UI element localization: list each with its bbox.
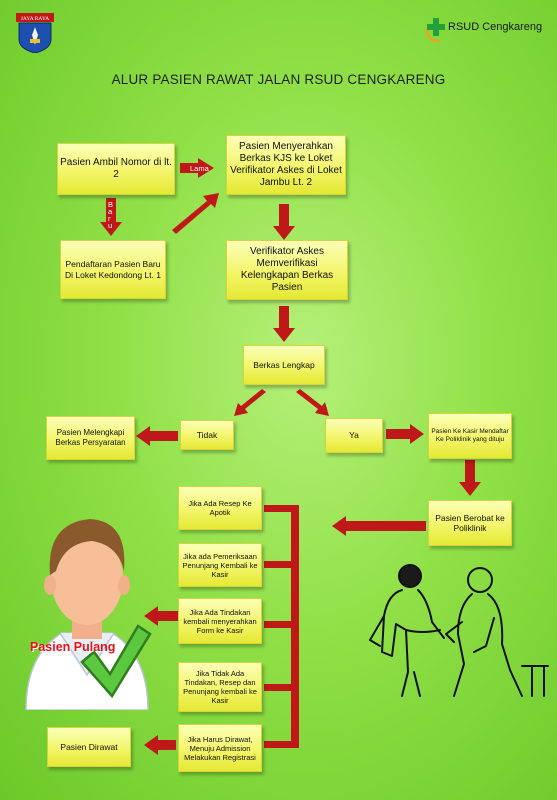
node-berobat: Pasien Berobat ke Poliklinik <box>428 500 512 546</box>
node-tidak-ada: Jika Tidak Ada Tindakan, Resep dan Penun… <box>178 662 262 712</box>
node-menyerahkan: Pasien Menyerahkan Berkas KJS ke Loket V… <box>226 135 346 195</box>
hospital-cross-icon <box>425 18 445 43</box>
arrow-baru <box>100 198 122 236</box>
node-kasir-daftar: Pasien Ke Kasir Mendaftar Ke Poliklinik … <box>428 413 512 459</box>
node-pendaftaran: Pendaftaran Pasien Baru Di Loket Kedondo… <box>60 240 166 299</box>
node-verifikator: Verifikator Askes Memverifikasi Kelengka… <box>226 240 348 300</box>
arrow-to-pulang <box>144 606 178 626</box>
bracket-tick-1 <box>264 505 299 512</box>
seal-text: JAYA RAYA <box>21 16 50 22</box>
arrow-to-tidak <box>234 389 266 416</box>
jakarta-seal-icon: JAYA RAYA <box>16 13 54 54</box>
arrow-to-ya <box>296 389 329 416</box>
arrow-to-berobat <box>459 460 481 496</box>
arrow-to-melengkapi <box>136 426 178 446</box>
arrow-to-kasir <box>386 424 424 444</box>
arrow-lama <box>180 158 214 178</box>
node-tindakan: Jika Ada Tindakan kembali menyerahkan Fo… <box>178 598 262 644</box>
doctor-patient-illustration <box>369 564 549 697</box>
bracket-tick-2 <box>264 561 299 568</box>
patient-avatar-icon <box>25 519 149 710</box>
checkmark-icon <box>80 624 152 699</box>
node-tidak: Tidak <box>180 420 234 450</box>
bracket-tick-4 <box>264 684 299 691</box>
arrow-to-berkas <box>273 306 295 342</box>
arrow-to-dirawat <box>144 735 176 755</box>
node-ambil-nomor: Pasien Ambil Nomor di lt. 2 <box>57 143 175 195</box>
node-dirawat: Pasien Dirawat <box>47 727 131 767</box>
arrow-to-bracket <box>332 516 426 536</box>
node-resep: Jika Ada Resep Ke Apotik <box>178 486 262 530</box>
brand-logo: RSUD Cengkareng <box>424 14 554 44</box>
label-baru: Baru <box>108 200 114 230</box>
pasien-pulang-label: Pasien Pulang <box>30 640 116 654</box>
brand-name: RSUD Cengkareng <box>448 21 543 33</box>
arrow-diagonal <box>172 193 219 234</box>
node-melengkapi: Pasien Melengkapi Berkas Persyaratan <box>46 416 135 460</box>
node-pemeriksaan: Jika ada Pemeriksaan Penunjang Kembali k… <box>178 543 262 587</box>
bracket-tick-5 <box>264 741 299 748</box>
bracket-tick-3 <box>264 621 299 628</box>
node-dirawat-jika: Jika Harus Dirawat, Menuju Admission Mel… <box>178 724 262 772</box>
label-lama: Lama <box>190 164 209 173</box>
page-title: ALUR PASIEN RAWAT JALAN RSUD CENGKARENG <box>111 72 446 87</box>
arrow-to-verifikator <box>273 204 295 240</box>
node-ya: Ya <box>325 418 383 453</box>
node-berkas-lengkap: Berkas Lengkap <box>243 345 325 385</box>
